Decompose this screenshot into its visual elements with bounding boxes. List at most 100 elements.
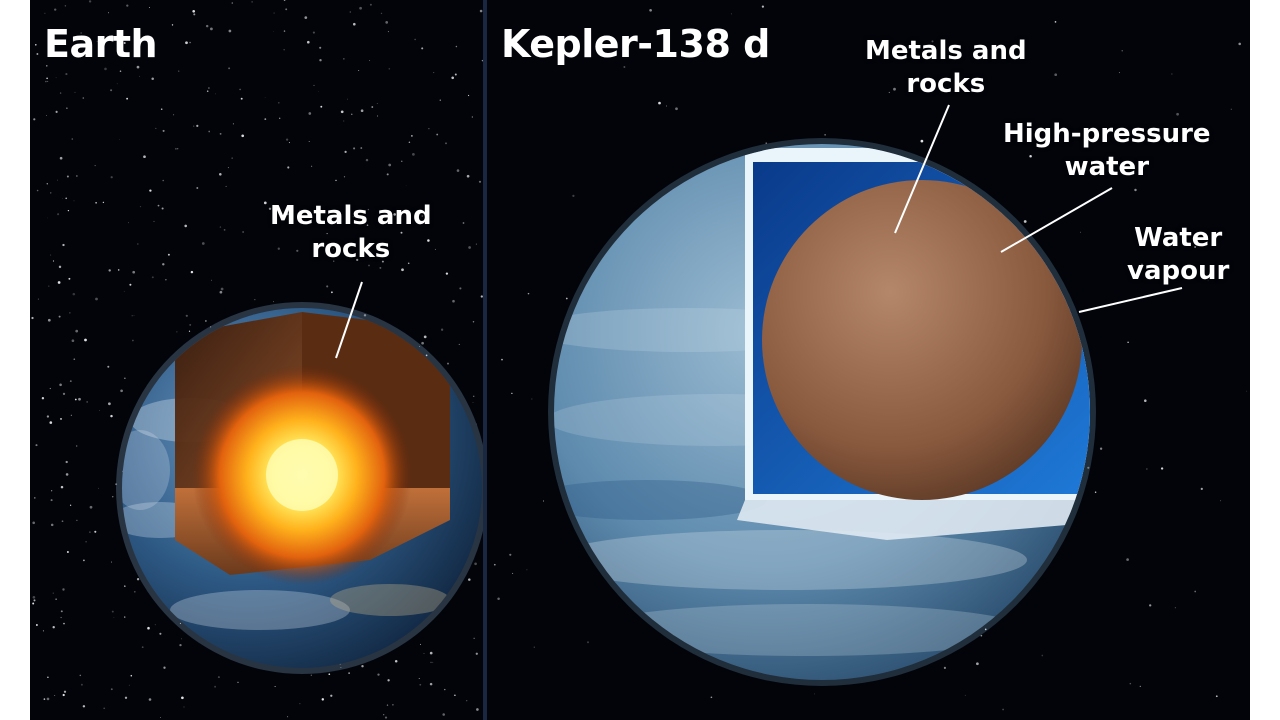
- star: [32, 602, 35, 605]
- star: [343, 58, 345, 60]
- star: [66, 107, 68, 109]
- star: [46, 65, 48, 67]
- star: [82, 705, 86, 708]
- star: [231, 2, 234, 4]
- star: [188, 330, 191, 332]
- star: [1215, 695, 1218, 698]
- star: [126, 97, 129, 100]
- star: [141, 646, 144, 649]
- star: [440, 328, 444, 331]
- star: [1144, 399, 1147, 402]
- star: [132, 339, 134, 342]
- star: [471, 116, 473, 118]
- star: [283, 0, 286, 1]
- star: [1129, 682, 1132, 685]
- star: [319, 46, 322, 49]
- earth-metals-label-line1: Metals and: [270, 201, 432, 231]
- star: [285, 138, 289, 141]
- star: [304, 16, 308, 19]
- star: [72, 292, 76, 296]
- star: [196, 187, 199, 189]
- star: [344, 150, 347, 154]
- star: [730, 13, 732, 15]
- star: [55, 77, 57, 79]
- star: [343, 120, 345, 122]
- star: [153, 220, 155, 222]
- star: [47, 318, 51, 322]
- star: [47, 676, 49, 678]
- star: [285, 8, 288, 11]
- star: [459, 287, 462, 290]
- star: [179, 643, 182, 647]
- star: [50, 254, 52, 256]
- star: [432, 661, 434, 663]
- star: [95, 297, 98, 301]
- star: [223, 229, 226, 231]
- star: [623, 66, 626, 68]
- star: [108, 402, 111, 406]
- star: [1127, 341, 1129, 344]
- star: [394, 659, 398, 663]
- star: [360, 147, 363, 149]
- star: [710, 696, 713, 699]
- star: [512, 572, 514, 574]
- star: [251, 1, 253, 3]
- star: [51, 490, 53, 492]
- star: [31, 316, 34, 320]
- star: [335, 179, 337, 182]
- star: [318, 90, 320, 92]
- star: [76, 175, 78, 177]
- earth-metals-label-line2: rocks: [311, 234, 391, 264]
- star: [46, 183, 49, 185]
- star: [149, 189, 152, 192]
- star: [181, 696, 184, 700]
- star: [117, 269, 120, 271]
- star: [94, 530, 97, 533]
- star: [311, 165, 313, 167]
- star: [527, 292, 530, 295]
- star: [44, 12, 46, 14]
- star: [99, 410, 100, 411]
- star: [227, 167, 229, 169]
- star: [1220, 500, 1222, 502]
- star: [358, 70, 360, 71]
- star: [201, 242, 205, 245]
- star: [407, 262, 410, 265]
- star: [388, 68, 391, 70]
- star: [363, 314, 367, 317]
- star: [74, 91, 76, 93]
- star: [80, 683, 83, 686]
- star: [46, 115, 47, 116]
- star: [445, 142, 447, 145]
- star: [984, 628, 987, 631]
- star: [214, 685, 217, 688]
- star: [162, 129, 165, 132]
- star: [931, 40, 934, 43]
- star: [1126, 558, 1129, 561]
- star: [408, 141, 411, 143]
- star: [920, 139, 924, 143]
- star: [160, 717, 161, 718]
- star: [436, 133, 439, 136]
- star: [55, 598, 57, 600]
- star: [88, 0, 92, 3]
- star: [151, 276, 154, 279]
- star: [78, 397, 81, 401]
- star: [392, 703, 394, 706]
- star: [299, 703, 301, 705]
- star: [210, 326, 212, 328]
- star: [481, 59, 483, 62]
- star: [59, 383, 62, 387]
- star: [1054, 73, 1058, 77]
- star: [319, 59, 322, 62]
- star: [1023, 220, 1027, 223]
- star: [46, 77, 48, 80]
- star: [475, 652, 478, 655]
- star: [421, 47, 424, 50]
- star: [239, 88, 241, 91]
- star: [400, 231, 403, 234]
- star: [462, 222, 465, 224]
- star: [387, 31, 389, 33]
- star: [1139, 685, 1141, 688]
- star: [208, 130, 211, 133]
